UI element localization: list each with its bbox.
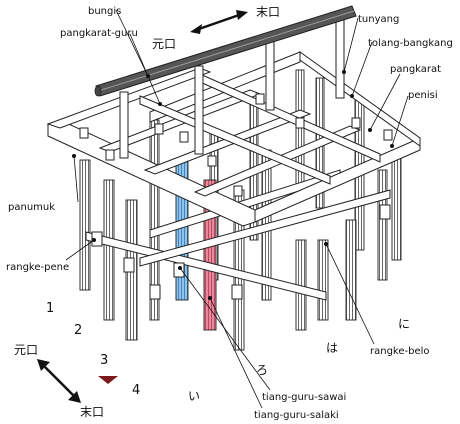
beam-block [383, 129, 393, 141]
leader-dot [208, 296, 212, 300]
col-label-i: い [188, 389, 200, 403]
beam-block [231, 284, 243, 300]
rangke-belo-beam [139, 189, 391, 267]
leader-dot [158, 102, 162, 106]
beam-block [154, 123, 164, 135]
label-panumuk: panumuk [8, 202, 55, 213]
beam-block [179, 131, 189, 143]
tolang-bangkang-beam [299, 51, 421, 147]
beam-block [207, 155, 217, 167]
post [79, 159, 91, 291]
label-tiang-guru-sawai: tiang-guru-sawai [262, 392, 346, 403]
row-label-3: 3 [100, 353, 108, 368]
beam-block [255, 93, 265, 105]
rangke-beams [85, 169, 391, 301]
leader-dot [92, 238, 96, 242]
post [345, 219, 357, 321]
leader-dot [390, 144, 394, 148]
label-rangke-pene: rangke-pene [6, 262, 69, 273]
post [391, 149, 402, 261]
row-label-2: 2 [74, 323, 82, 338]
leader-dot [146, 74, 150, 78]
beam-block [295, 117, 305, 129]
label-tiang-guru-salaki: tiang-guru-salaki [254, 410, 339, 421]
col-label-ro: ろ [256, 363, 268, 377]
label-tolang-bangkang: tolang-bangkang [368, 38, 453, 49]
post [103, 179, 115, 321]
label-penisi: penisi [408, 90, 438, 101]
leader-dot [324, 242, 328, 246]
beam-block [149, 284, 161, 300]
tunyang-post [265, 41, 275, 111]
top-direction-arrow [190, 10, 248, 34]
label-top-motoguchi: 元口 [152, 37, 176, 51]
upper-frame [46, 51, 421, 227]
row-label-4: 4 [132, 383, 140, 398]
col-label-ni: に [398, 317, 410, 331]
cross-beam [143, 109, 312, 175]
bottom-direction-arrow [37, 359, 81, 403]
beam-block [79, 127, 89, 139]
label-tunyang: tunyang [358, 14, 399, 25]
label-pangkarat-guru: pangkarat-guru [60, 28, 138, 39]
marker-triangle [98, 376, 118, 384]
post [377, 169, 388, 281]
label-bottom-motoguchi: 元口 [14, 343, 38, 357]
tunyang-post [335, 17, 345, 99]
tunyang-post [194, 65, 204, 155]
leader-dot [178, 266, 182, 270]
label-rangke-belo: rangke-belo [370, 346, 430, 357]
label-pangkarat: pangkarat [390, 64, 441, 75]
label-bottom-sueguchi: 末口 [80, 405, 104, 419]
leader-dot [368, 128, 372, 132]
beam-block [91, 231, 103, 247]
label-bungis: bungis [88, 6, 121, 17]
beam-block [123, 257, 135, 273]
side-beam-left [46, 67, 212, 129]
inner-beam [139, 95, 331, 185]
beam-block [105, 149, 115, 161]
tunyang-post [119, 91, 129, 159]
bungis-pole [94, 5, 357, 97]
leader-dot [350, 94, 354, 98]
leader-dot [72, 154, 76, 158]
row-label-1: 1 [46, 301, 54, 316]
post [317, 239, 329, 321]
leader-dot [342, 70, 346, 74]
beam-block [351, 117, 361, 129]
leader-lines [65, 9, 409, 409]
beam-block [379, 204, 391, 220]
rangke-pene-beam [85, 231, 327, 301]
label-top-sueguchi: 末口 [256, 5, 280, 19]
beam-block [233, 185, 243, 197]
col-label-ha: は [326, 341, 338, 355]
beam-block [173, 262, 185, 278]
